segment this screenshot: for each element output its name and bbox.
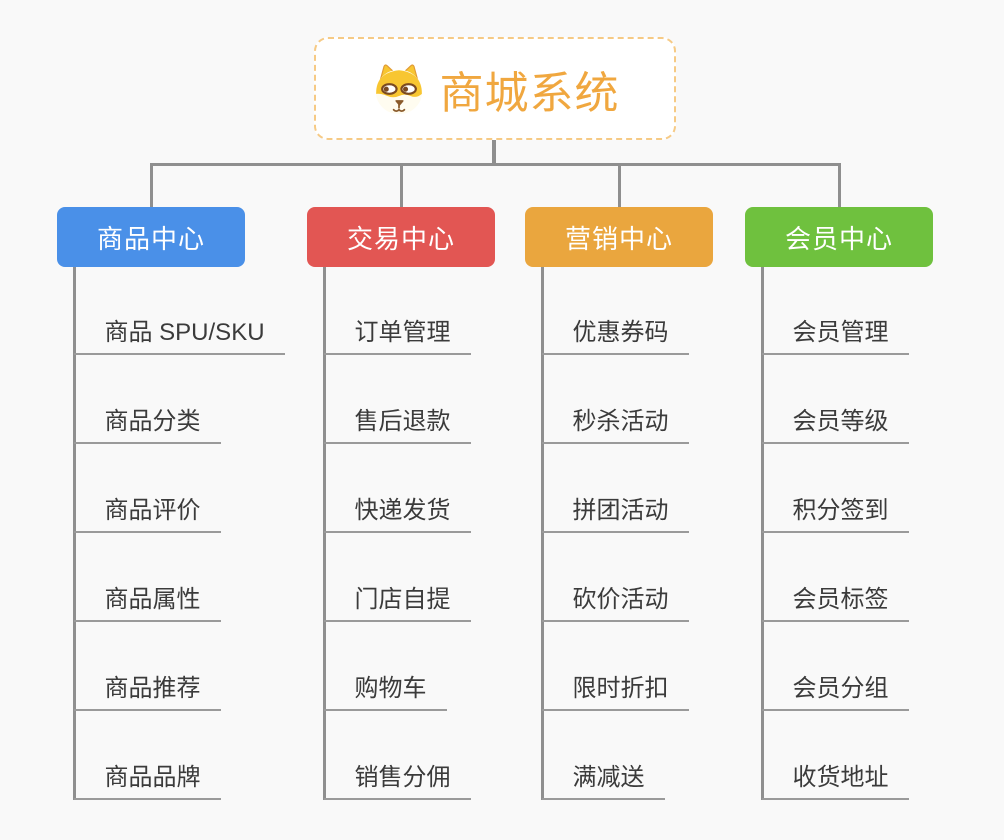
leaf-node[interactable]: 门店自提 <box>323 586 471 622</box>
leaf-node[interactable]: 限时折扣 <box>541 675 689 711</box>
leaf-node[interactable]: 会员分组 <box>761 675 909 711</box>
branch-drop-connector <box>399 163 403 207</box>
branch-label: 交易中心 <box>346 223 455 254</box>
root-stem-connector <box>492 140 496 166</box>
branch-node-1[interactable]: 商品中心 <box>57 207 245 267</box>
leaf-node[interactable]: 商品推荐 <box>73 675 221 711</box>
leaf-node[interactable]: 商品评价 <box>73 497 221 533</box>
branch-trunk-connector <box>760 267 764 800</box>
leaf-node[interactable]: 商品属性 <box>73 586 221 622</box>
shiba-dog-icon <box>371 62 427 116</box>
branch-node-2[interactable]: 交易中心 <box>307 207 495 267</box>
leaf-node[interactable]: 商品 SPU/SKU <box>73 319 285 355</box>
branch-node-4[interactable]: 会员中心 <box>745 207 933 267</box>
leaf-node[interactable]: 秒杀活动 <box>541 408 689 444</box>
leaf-node[interactable]: 购物车 <box>323 675 447 711</box>
leaf-node[interactable]: 售后退款 <box>323 408 471 444</box>
branch-drop-connector <box>837 163 841 207</box>
leaf-node[interactable]: 拼团活动 <box>541 497 689 533</box>
leaf-node[interactable]: 商品分类 <box>73 408 221 444</box>
branch-label: 营销中心 <box>564 223 673 254</box>
leaf-node[interactable]: 满减送 <box>541 764 665 800</box>
branch-node-3[interactable]: 营销中心 <box>525 207 713 267</box>
leaf-node[interactable]: 积分签到 <box>761 497 909 533</box>
branch-rail-connector <box>149 163 841 166</box>
branch-drop-connector <box>149 163 153 207</box>
leaf-node[interactable]: 订单管理 <box>323 319 471 355</box>
branch-drop-connector <box>617 163 621 207</box>
root-title: 商城系统 <box>439 68 620 118</box>
branch-trunk-connector <box>540 267 544 800</box>
branch-trunk-connector <box>72 267 76 800</box>
leaf-node[interactable]: 会员等级 <box>761 408 909 444</box>
leaf-node[interactable]: 会员管理 <box>761 319 909 355</box>
branch-trunk-connector <box>322 267 326 800</box>
leaf-node[interactable]: 快递发货 <box>323 497 471 533</box>
root-node[interactable]: 商城系统 <box>314 37 676 140</box>
leaf-node[interactable]: 商品品牌 <box>73 764 221 800</box>
leaf-node[interactable]: 优惠券码 <box>541 319 689 355</box>
leaf-node[interactable]: 收货地址 <box>761 764 909 800</box>
leaf-node[interactable]: 砍价活动 <box>541 586 689 622</box>
branch-label: 商品中心 <box>96 223 205 254</box>
branch-label: 会员中心 <box>784 223 893 254</box>
leaf-node[interactable]: 销售分佣 <box>323 764 471 800</box>
leaf-node[interactable]: 会员标签 <box>761 586 909 622</box>
